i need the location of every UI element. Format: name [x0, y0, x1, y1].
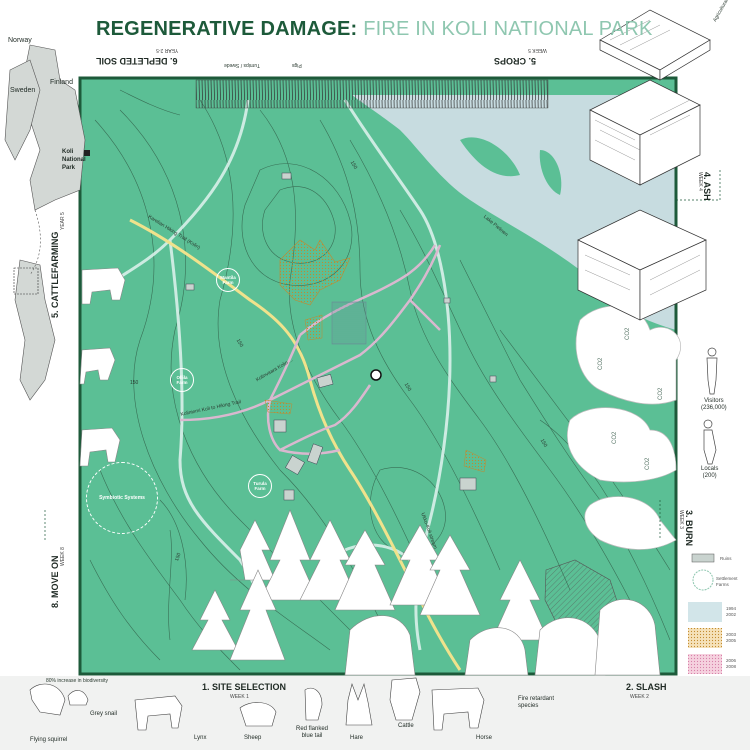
legend-farms: Settlement Farms [716, 576, 738, 587]
animal-sheep: Sheep [244, 735, 262, 741]
crop-band [196, 80, 548, 108]
stage-8-week: WEEK 8 [60, 547, 66, 566]
lake-island-2 [539, 150, 562, 195]
co2-label-4: CO2 [612, 431, 618, 444]
iso-texture [584, 19, 701, 296]
dotted-patch-2 [264, 399, 293, 415]
country-map [4, 44, 86, 401]
legend-ruins-swatch [691, 553, 715, 563]
tree-line [191, 509, 661, 676]
label-norway: Norway [8, 37, 32, 44]
crop-field-dotted [279, 239, 351, 306]
animal-cattle: Cattle [398, 723, 414, 729]
ruins [185, 172, 497, 501]
co2-label-2: CO2 [625, 327, 631, 340]
stage-5-cattle-week: YEAR 5 [60, 212, 66, 230]
co2-label-3: CO2 [658, 387, 664, 400]
locals-label: Locals (200) [701, 466, 719, 479]
biodiversity-note: 80% increase in biodiversity [46, 678, 108, 684]
stage-1-week: WEEK 1 [230, 694, 249, 700]
dotted-patch-3 [463, 449, 487, 473]
animal-snail: Grey snail [90, 711, 118, 717]
stage-5-crops-week: WEEK 5 [528, 47, 547, 53]
visitors-label: Visitors (236,000) [701, 398, 727, 411]
cattle-silhouettes [79, 267, 126, 467]
koli-marker [84, 150, 90, 156]
contour-label-3: 150 [130, 380, 139, 386]
farm-ollila: Ollila Farm [170, 368, 194, 392]
page-title: REGENERATIVE DAMAGE: FIRE IN KOLI NATION… [96, 18, 653, 41]
stage-6-week: YEAR 2-5 [156, 47, 179, 53]
stage-6-label: 6. DEPLETED SOIL [96, 56, 178, 66]
top-label-turnips: Turnips / Swede [224, 62, 260, 68]
animal-bluetail: Red flanked blue tail [295, 726, 329, 739]
label-koli: Koli National Park [62, 149, 86, 171]
visitor-figure [703, 347, 718, 465]
stage-5-crops-label: 5. CROPS [494, 56, 537, 66]
stage-4-week: WEEK 4 [697, 172, 703, 191]
dotted-patch-1 [304, 314, 323, 341]
animal-horse: Horse [476, 735, 493, 741]
stage-8-label: 8. MOVE ON [50, 555, 60, 608]
stage-2-label: 2. SLASH [626, 682, 667, 692]
top-label-pigs: Pigs [292, 62, 302, 68]
animal-squirrel: Flying squirrel [30, 737, 68, 743]
inset-box [13, 267, 39, 295]
co2-label-1: CO2 [598, 357, 604, 370]
stage-3-label: 3. BURN [684, 510, 694, 547]
label-finland: Finland [50, 79, 73, 86]
legend-farm-swatch [692, 569, 714, 591]
farm-turula: Turula Farm [248, 474, 272, 498]
animal-lynx: Lynx [194, 735, 207, 741]
stage-4-label: 4. ASH [702, 172, 712, 201]
stage-2-week: WEEK 2 [630, 694, 649, 700]
hatched-field [331, 301, 367, 345]
iso-boxes [577, 9, 711, 321]
co2-label-5: CO2 [645, 457, 651, 470]
lake-island [460, 137, 520, 177]
bottom-band [0, 676, 750, 750]
legend-ruins: Ruins [720, 556, 732, 561]
location-marker [370, 369, 382, 381]
symbiotic-systems-circle: Symbiotic Systems [86, 462, 158, 534]
farm-mantila: Mantila Farm [216, 268, 240, 292]
stage-3-week: WEEK 3 [678, 510, 684, 529]
title-bold: REGENERATIVE DAMAGE: [96, 18, 358, 40]
stage-1-label: 1. SITE SELECTION [202, 682, 287, 692]
bottom-animals [29, 677, 485, 731]
animal-retardant: Fire retardant species [518, 696, 555, 709]
animal-hare: Hare [350, 735, 364, 741]
hiking-trails [179, 244, 442, 455]
title-light: FIRE IN KOLI NATIONAL PARK [363, 18, 653, 40]
label-sweden: Sweden [10, 87, 36, 94]
stage-5-cattle-label: 5. CATTLEFARMING [50, 231, 60, 318]
